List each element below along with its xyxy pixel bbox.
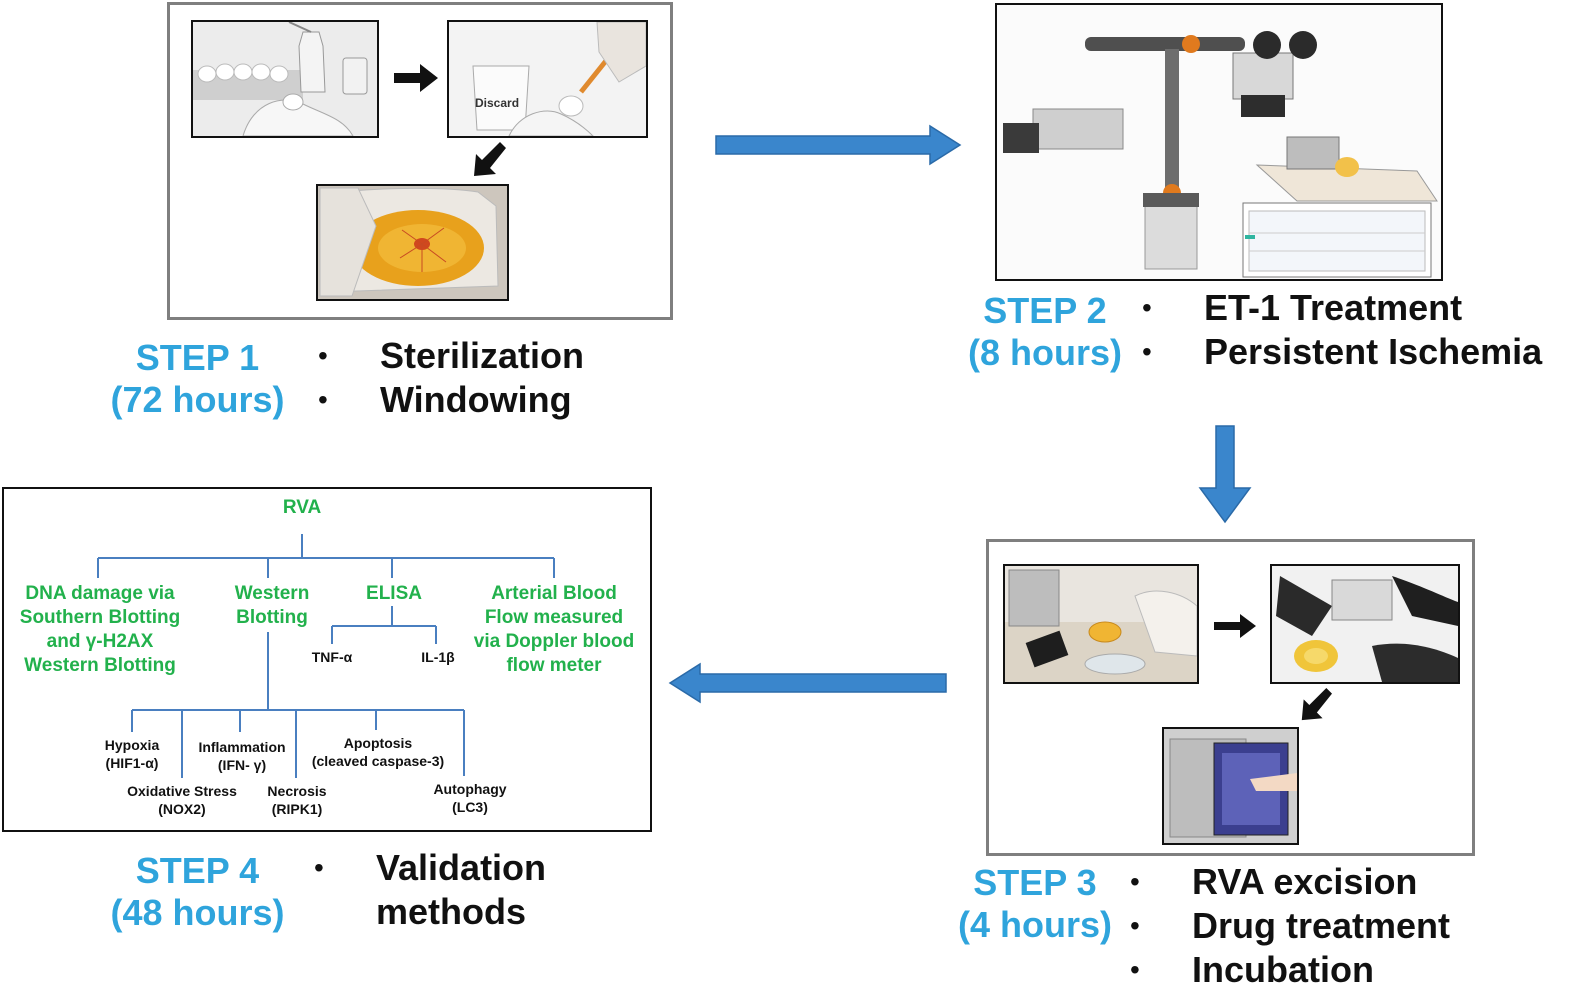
list-item: • ET-1 Treatment bbox=[1142, 286, 1542, 330]
step3-panel bbox=[986, 539, 1475, 856]
step4-title: STEP 4 bbox=[135, 850, 260, 891]
list-item: • Incubation bbox=[1130, 948, 1450, 992]
bullet-symbol: • bbox=[1130, 910, 1140, 941]
tree-leaf-necrosis: Necrosis (RIPK1) bbox=[267, 783, 327, 817]
bullet-symbol: • bbox=[1130, 866, 1140, 897]
bullet-text: Incubation bbox=[1192, 949, 1374, 990]
list-item: • Persistent Ischemia bbox=[1142, 330, 1542, 374]
step3-duration: (4 hours) bbox=[957, 904, 1112, 945]
photo-microscope-drug bbox=[1270, 564, 1460, 684]
step1-label: STEP 1 (72 hours) bbox=[105, 337, 290, 421]
photo-rva-excision bbox=[1003, 564, 1199, 684]
list-item: • Sterilization bbox=[318, 334, 584, 378]
step1-panel bbox=[167, 2, 673, 320]
photo-egg-sterilization bbox=[191, 20, 379, 138]
bullet-text: Drug treatment bbox=[1192, 905, 1451, 946]
tree-branch-blood-flow: Arterial Blood Flow measured via Doppler… bbox=[473, 583, 635, 676]
list-item: • Drug treatment bbox=[1130, 904, 1450, 948]
bullet-symbol: • bbox=[314, 852, 324, 883]
bullet-text: Validation bbox=[376, 847, 547, 888]
flow-arrow-down bbox=[1198, 425, 1252, 524]
tree-branch-western-blotting: Western Blotting bbox=[234, 583, 310, 628]
bullet-text: Windowing bbox=[380, 379, 572, 420]
step4-label: STEP 4 (48 hours) bbox=[105, 850, 290, 934]
step2-title: STEP 2 bbox=[983, 290, 1107, 331]
bullet-symbol: • bbox=[1142, 336, 1152, 367]
step2-bullets: • ET-1 Treatment • Persistent Ischemia bbox=[1142, 286, 1542, 374]
list-item: methods bbox=[314, 890, 546, 934]
step1-duration: (72 hours) bbox=[110, 379, 285, 420]
photo-incubator bbox=[1162, 727, 1299, 845]
tree-branch-dna-damage: DNA damage via Southern Blotting and γ-H… bbox=[19, 583, 181, 676]
black-arrow-right-icon bbox=[394, 64, 438, 92]
tree-leaf-tnf-alpha: TNF-α bbox=[311, 649, 353, 665]
tree-leaf-inflammation: Inflammation (IFN- γ) bbox=[198, 739, 286, 773]
black-arrow-right-icon bbox=[1214, 614, 1256, 638]
flow-arrow-left bbox=[668, 662, 947, 704]
tree-leaf-apoptosis: Apoptosis (cleaved caspase-3) bbox=[311, 735, 445, 769]
photo-windowed-egg bbox=[316, 184, 509, 301]
list-item: • Validation bbox=[314, 846, 546, 890]
bullet-text: RVA excision bbox=[1192, 861, 1418, 902]
step2-panel bbox=[995, 3, 1443, 281]
photo-discard-syringe: Discard bbox=[447, 20, 648, 138]
step3-bullets: • RVA excision • Drug treatment • Incubatio… bbox=[1130, 860, 1450, 992]
list-item: • Windowing bbox=[318, 378, 584, 422]
step3-title: STEP 3 bbox=[973, 862, 1097, 903]
step2-label: STEP 2 (8 hours) bbox=[960, 290, 1130, 374]
bullet-text: Sterilization bbox=[380, 335, 585, 376]
step3-label: STEP 3 (4 hours) bbox=[950, 862, 1120, 946]
bullet-symbol: • bbox=[318, 340, 328, 371]
list-item: • RVA excision bbox=[1130, 860, 1450, 904]
tree-root-rva: RVA bbox=[282, 497, 322, 518]
beaker-label: Discard bbox=[475, 96, 520, 110]
black-arrow-down-left-icon bbox=[1301, 688, 1332, 721]
step4-duration: (48 hours) bbox=[110, 892, 285, 933]
tree-leaf-il-1beta: IL-1β bbox=[421, 649, 455, 665]
bullet-text: ET-1 Treatment bbox=[1204, 287, 1463, 328]
bullet-symbol: • bbox=[318, 384, 328, 415]
step2-duration: (8 hours) bbox=[967, 332, 1122, 373]
step4-panel bbox=[2, 487, 652, 832]
step1-bullets: • Sterilization • Windowing bbox=[318, 334, 584, 422]
bullet-symbol: • bbox=[1142, 292, 1152, 323]
bullet-symbol: • bbox=[1130, 954, 1140, 985]
tree-leaf-oxidative-stress: Oxidative Stress (NOX2) bbox=[127, 783, 237, 817]
tree-leaf-hypoxia: Hypoxia (HIF1-α) bbox=[104, 737, 160, 771]
bullet-text: methods bbox=[376, 891, 527, 932]
tree-connectors bbox=[97, 534, 555, 778]
step4-bullets: • Validation methods bbox=[314, 846, 546, 934]
bullet-text: Persistent Ischemia bbox=[1204, 331, 1543, 372]
step1-title: STEP 1 bbox=[135, 337, 260, 378]
tree-branch-elisa: ELISA bbox=[366, 583, 422, 604]
black-arrow-down-left-icon bbox=[474, 142, 506, 176]
flow-arrow-right bbox=[715, 124, 962, 166]
tree-leaf-autophagy: Autophagy (LC3) bbox=[433, 781, 507, 815]
